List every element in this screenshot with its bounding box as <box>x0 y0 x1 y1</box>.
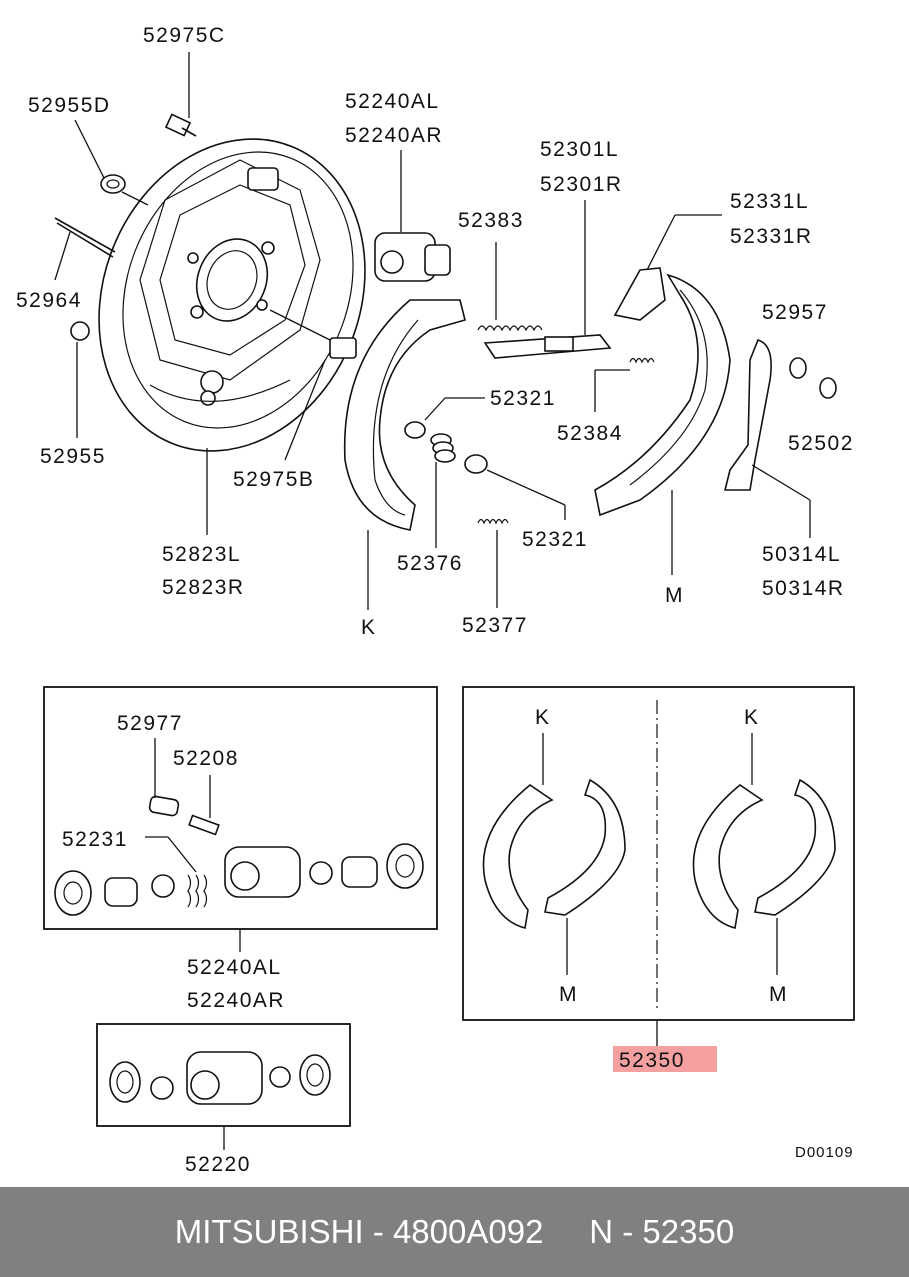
label-52301r: 52301R <box>540 173 623 196</box>
wheel-cylinder <box>374 150 451 282</box>
label-52331l: 52331L <box>730 190 809 213</box>
spring-52383 <box>477 242 543 332</box>
label-52384: 52384 <box>557 422 623 445</box>
spring-52376 <box>430 433 456 548</box>
bolt-52975c <box>164 52 197 137</box>
label-m-left: M <box>559 983 578 1006</box>
label-52823r: 52823R <box>162 576 245 599</box>
label-52240ar-box: 52240AR <box>187 989 285 1012</box>
lever-50314 <box>723 339 811 538</box>
label-52502: 52502 <box>788 432 854 455</box>
highlight-52350 <box>613 1046 717 1072</box>
label-52350: 52350 <box>619 1049 685 1072</box>
label-52301l: 52301L <box>540 138 619 161</box>
label-52823l: 52823L <box>162 543 241 566</box>
nut-52955 <box>70 321 90 438</box>
label-k-left: K <box>535 706 551 729</box>
label-m-right: M <box>769 983 788 1006</box>
cylinder-kit-box <box>43 686 438 930</box>
label-52975b: 52975B <box>233 468 314 491</box>
brake-shoe-m <box>594 273 731 575</box>
label-52240al-top: 52240AL <box>345 90 440 113</box>
label-52240ar-top: 52240AR <box>345 124 443 147</box>
label-52331r: 52331R <box>730 225 813 248</box>
label-52955: 52955 <box>40 445 106 468</box>
label-52208: 52208 <box>173 747 239 770</box>
cap-52502 <box>819 377 837 399</box>
label-52955d: 52955D <box>28 94 111 117</box>
adjuster-52301 <box>483 200 612 359</box>
diagram-code: D00109 <box>795 1144 854 1161</box>
backing-plate <box>98 138 366 452</box>
label-k-main: K <box>361 616 377 639</box>
footer-part-text: MITSUBISHI - 4800A092 N - 52350 <box>174 1213 735 1250</box>
cup-52321b <box>464 454 566 520</box>
label-52220: 52220 <box>185 1153 251 1176</box>
label-52977: 52977 <box>117 712 183 735</box>
footer-bar: MITSUBISHI - 4800A092 N - 52350 <box>0 1187 909 1277</box>
label-52240al-box: 52240AL <box>187 956 282 979</box>
label-52377: 52377 <box>462 614 528 637</box>
label-50314l: 50314L <box>762 543 841 566</box>
label-52383: 52383 <box>458 209 524 232</box>
label-52231: 52231 <box>62 828 128 851</box>
label-52957: 52957 <box>762 301 828 324</box>
label-k-right: K <box>744 706 760 729</box>
cup-52321a <box>404 397 485 439</box>
bolt-52975b <box>269 309 357 461</box>
spring-52377 <box>477 518 509 608</box>
label-m-main: M <box>665 584 684 607</box>
pin-52964 <box>54 217 116 281</box>
lever-52331 <box>613 214 722 321</box>
label-52964: 52964 <box>16 289 82 312</box>
spring-52384 <box>594 357 655 412</box>
shoe-set-box <box>462 686 855 1021</box>
brake-shoe-k <box>343 299 466 610</box>
cap-52955d <box>74 119 149 206</box>
cap-52957 <box>789 357 807 379</box>
label-52376: 52376 <box>397 552 463 575</box>
label-50314r: 50314R <box>762 577 845 600</box>
label-52321b: 52321 <box>522 528 588 551</box>
parts-diagram: 52975C 52955D 52964 52955 52240AL 52240A… <box>16 24 855 1176</box>
cylinder-box-52220 <box>96 1023 351 1127</box>
label-52321a: 52321 <box>490 387 556 410</box>
label-52975c: 52975C <box>143 24 226 47</box>
